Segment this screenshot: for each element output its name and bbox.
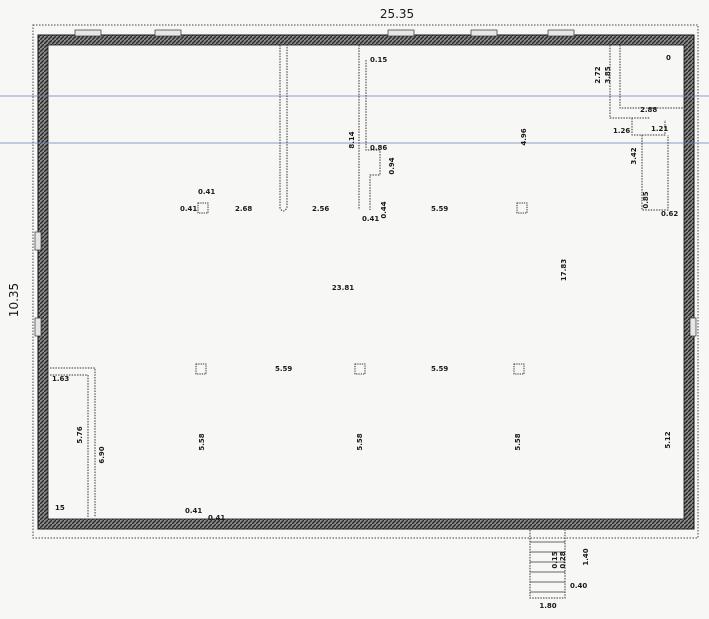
- dim-label: 2.72: [594, 66, 602, 83]
- dim-label: 0.40: [570, 582, 587, 590]
- dim-label: 5.59: [431, 365, 448, 373]
- dim-label: 0: [666, 54, 671, 62]
- dim-label: 0.41: [208, 514, 225, 522]
- dim-label: 2.88: [640, 106, 657, 114]
- right-height-label: 17.83: [560, 259, 568, 281]
- dim-label: 5.76: [76, 426, 84, 443]
- overall-width-label: 25.35: [380, 7, 414, 21]
- dim-label: 6.90: [98, 446, 106, 463]
- dim-label: 0.41: [362, 215, 379, 223]
- dim-label: 0.41: [185, 507, 202, 515]
- dim-label: 3.85: [604, 66, 612, 83]
- dim-label: 5.59: [275, 365, 292, 373]
- dim-label: 1.80: [539, 602, 556, 610]
- dim-label: 0.86: [370, 144, 387, 152]
- dim-label: 2.68: [235, 205, 252, 213]
- overall-height-label: 10.35: [7, 283, 21, 317]
- column: [195, 363, 207, 375]
- interior-partitions: [50, 45, 684, 599]
- column: [516, 202, 528, 214]
- dim-label: 0.44: [380, 201, 388, 218]
- dim-label: 0.94: [388, 157, 396, 174]
- dim-label: 0.41: [180, 205, 197, 213]
- column: [197, 202, 209, 214]
- dim-label: 1.63: [52, 375, 69, 383]
- dim-label: 5.12: [664, 431, 672, 448]
- window-markers: [34, 29, 697, 337]
- outer-boundary: [32, 24, 699, 539]
- dim-label: 1.40: [582, 548, 590, 565]
- dim-label: 0.62: [661, 210, 678, 218]
- dim-label: 8.14: [348, 131, 356, 148]
- dim-label: 5.58: [198, 433, 206, 450]
- dim-label: 4.96: [520, 128, 528, 145]
- dim-label: 0.15: [551, 551, 559, 568]
- column: [513, 363, 525, 375]
- stair-treads: [530, 541, 565, 593]
- dim-label: 0.85: [642, 191, 650, 208]
- dim-label: 0.28: [559, 551, 567, 568]
- dim-label: 2.56: [312, 205, 329, 213]
- dim-label: 5.58: [356, 433, 364, 450]
- dim-label: 0.41: [198, 188, 215, 196]
- dim-label: 1.21: [651, 125, 668, 133]
- dim-label: 0.15: [370, 56, 387, 64]
- dim-label: 5.59: [431, 205, 448, 213]
- dim-label: 3.42: [630, 147, 638, 164]
- dim-label: 15: [55, 504, 65, 512]
- column: [354, 363, 366, 375]
- main-area-label: 23.81: [332, 284, 354, 292]
- dim-label: 5.58: [514, 433, 522, 450]
- columns: [195, 202, 528, 375]
- dim-label: 1.26: [613, 127, 630, 135]
